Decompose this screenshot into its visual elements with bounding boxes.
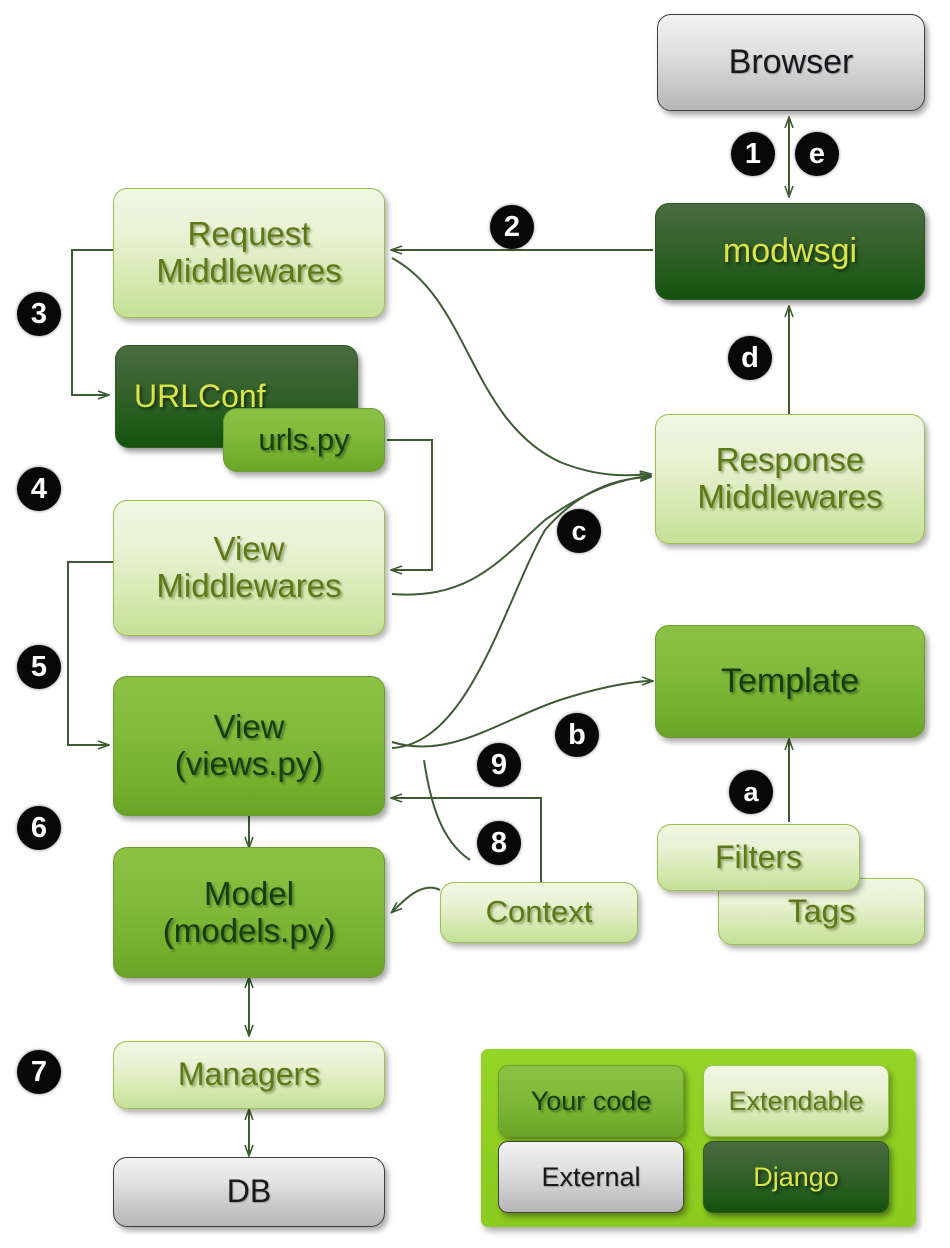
arrow-view-to-response-mw [391, 477, 650, 749]
badge-step-1-label: 1 [744, 137, 762, 170]
node-urlconf-label: URLConf [134, 377, 266, 414]
badge-step-7-label: 7 [30, 1055, 48, 1088]
badge-step-2-label: 2 [503, 210, 521, 243]
badge-step-6: 6 [17, 806, 61, 850]
node-modwsgi[interactable]: modwsgi [655, 203, 925, 300]
legend-item-external: External [498, 1141, 684, 1213]
node-urls-py[interactable]: urls.py [223, 408, 385, 472]
node-template[interactable]: Template [655, 625, 925, 738]
badge-step-8: 8 [477, 821, 521, 865]
badge-step-3-label: 3 [30, 297, 48, 330]
node-response-middlewares-label: Response Middlewares [697, 441, 883, 515]
legend-item-django-label: Django [753, 1161, 839, 1192]
node-request-middlewares[interactable]: Request Middlewares [113, 188, 385, 318]
node-model[interactable]: Model (models.py) [113, 847, 385, 978]
legend-item-external-label: External [541, 1161, 641, 1192]
arrow-urls-to-view-mw [387, 439, 433, 570]
badge-step-4-label: 4 [30, 472, 48, 505]
badge-step-a: a [729, 770, 773, 814]
badge-step-d: d [728, 336, 772, 380]
legend-item-extendable: Extendable [703, 1065, 889, 1137]
legend-item-your-code-label: Your code [530, 1085, 652, 1116]
node-request-middlewares-label: Request Middlewares [156, 215, 342, 289]
node-view-middlewares-label: View Middlewares [156, 530, 342, 604]
node-managers-label: Managers [177, 1056, 321, 1093]
node-filters[interactable]: Filters [657, 824, 860, 891]
legend-item-extendable-label: Extendable [728, 1085, 864, 1116]
badge-step-c-label: c [571, 515, 587, 546]
node-view-middlewares[interactable]: View Middlewares [113, 500, 385, 636]
node-browser-label: Browser [728, 43, 854, 82]
arrow-8-context-curve-up [423, 759, 471, 861]
badge-step-c: c [557, 509, 601, 553]
badge-step-9: 9 [477, 743, 521, 787]
badge-step-2: 2 [490, 205, 534, 249]
arrow-request-mw-to-response-mw [391, 257, 650, 475]
badge-step-6-label: 6 [30, 811, 48, 844]
badge-step-9-label: 9 [490, 748, 508, 781]
node-view[interactable]: View (views.py) [113, 676, 385, 816]
node-model-label: Model (models.py) [162, 874, 336, 949]
node-context[interactable]: Context [440, 882, 638, 943]
arrow-b-view-to-template [391, 681, 652, 748]
badge-step-5-label: 5 [30, 650, 48, 683]
node-template-label: Template [721, 662, 859, 701]
badge-step-3: 3 [17, 292, 61, 336]
badge-step-8-label: 8 [490, 826, 508, 859]
arrow-3-request-mw-to-urlconf [71, 249, 113, 395]
badge-step-7: 7 [17, 1050, 61, 1094]
node-urls-py-label: urls.py [258, 421, 350, 457]
arrow-5-view-mw-to-view [67, 561, 113, 745]
node-managers[interactable]: Managers [113, 1041, 385, 1109]
legend-panel: Your code Extendable External Django [481, 1049, 916, 1227]
legend-item-django: Django [703, 1141, 889, 1213]
node-context-label: Context [485, 894, 593, 930]
node-response-middlewares[interactable]: Response Middlewares [655, 414, 925, 544]
badge-step-5: 5 [17, 645, 61, 689]
badge-step-4: 4 [17, 467, 61, 511]
node-tags-label: Tags [787, 892, 856, 929]
node-db[interactable]: DB [113, 1157, 385, 1227]
arrow-c-view-mw-to-response-mw [391, 476, 650, 596]
node-view-label: View (views.py) [174, 708, 324, 782]
badge-step-b-label: b [568, 718, 586, 751]
badge-step-1: 1 [731, 132, 775, 176]
node-browser[interactable]: Browser [657, 14, 925, 111]
node-filters-label: Filters [714, 838, 803, 875]
node-modwsgi-label: modwsgi [722, 232, 858, 271]
node-db-label: DB [226, 1173, 272, 1210]
badge-step-a-label: a [743, 776, 759, 807]
badge-step-e-label: e [808, 137, 826, 170]
badge-step-e: e [795, 132, 839, 176]
arrow-8-context-to-model [392, 886, 441, 912]
legend-item-your-code: Your code [498, 1065, 684, 1137]
badge-step-b: b [555, 713, 599, 757]
badge-step-d-label: d [741, 341, 759, 374]
